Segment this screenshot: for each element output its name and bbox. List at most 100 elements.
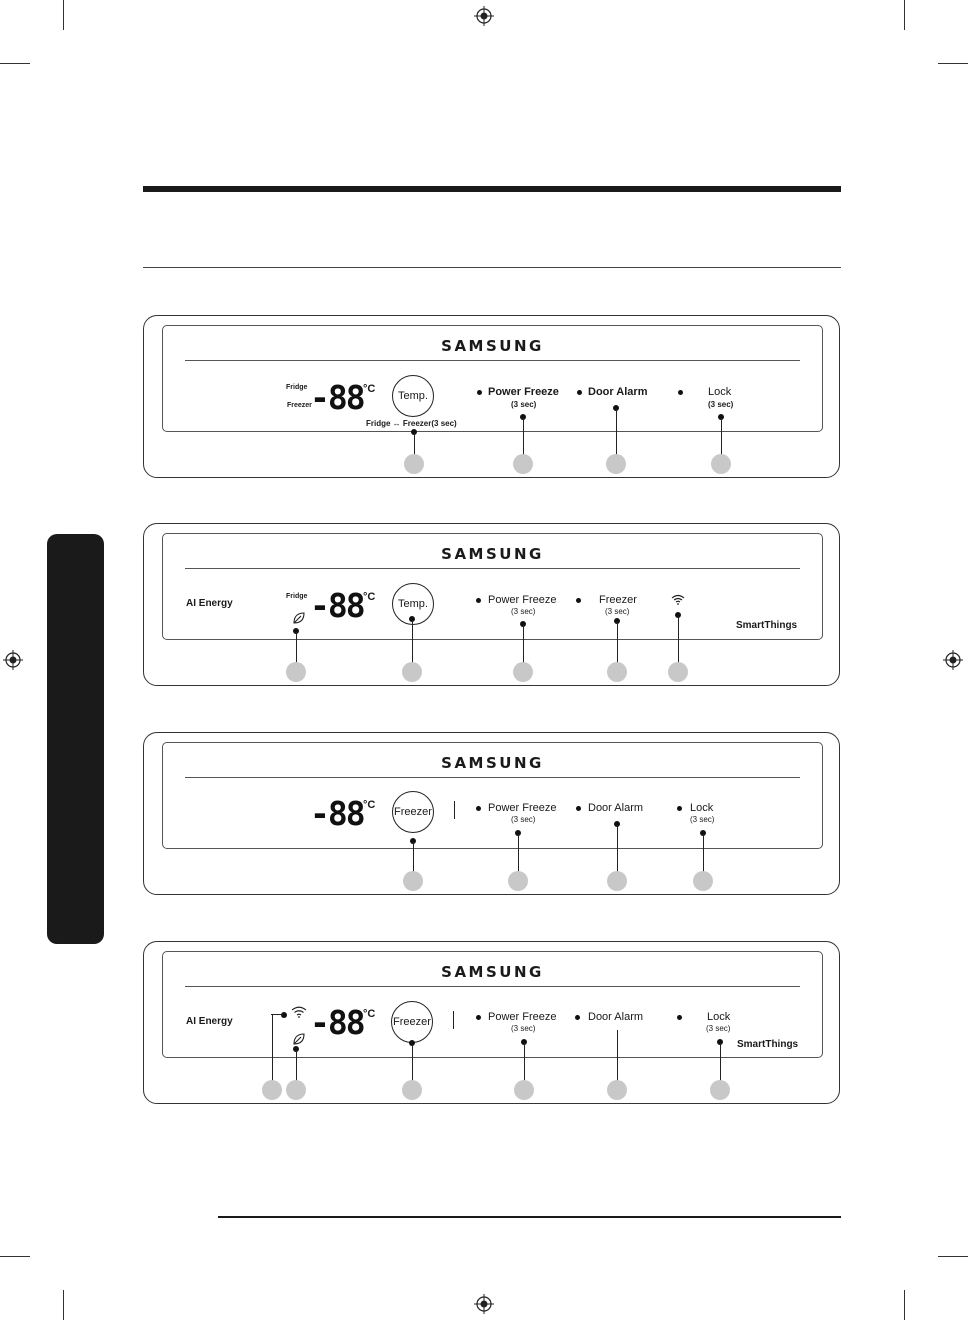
brand-logo: SAMSUNG xyxy=(441,963,544,981)
temp-button-label: Temp. xyxy=(398,390,428,402)
callout-line xyxy=(412,842,414,873)
freezer-label: Freezer xyxy=(287,402,312,409)
temperature-unit: °C xyxy=(363,1008,376,1020)
callout-pin xyxy=(521,1039,527,1045)
callout-line xyxy=(411,1044,413,1082)
callout-marker xyxy=(514,1080,534,1100)
crop-mark xyxy=(0,1256,30,1257)
panel-display-area: SAMSUNG xyxy=(162,533,823,640)
crop-mark xyxy=(63,1290,64,1320)
fridge-label: Fridge xyxy=(286,593,308,600)
indicator-dot xyxy=(575,1015,580,1020)
callout-marker xyxy=(607,1080,627,1100)
crop-mark xyxy=(63,0,64,30)
callout-pin xyxy=(675,612,681,618)
callout-pin xyxy=(281,1012,287,1018)
callout-pin xyxy=(613,405,619,411)
callout-marker xyxy=(286,1080,306,1100)
temperature-unit: °C xyxy=(363,383,376,395)
indicator-dot xyxy=(577,390,582,395)
door-alarm-label: Door Alarm xyxy=(588,802,644,814)
temp-button[interactable]: Temp. xyxy=(392,583,434,625)
callout-line xyxy=(413,433,415,456)
callout-line xyxy=(615,409,617,456)
wifi-icon xyxy=(291,1006,307,1018)
temperature-display: -88 xyxy=(310,794,366,833)
callout-pin xyxy=(293,628,299,634)
power-freeze-label: Power Freeze xyxy=(488,1011,557,1023)
temp-button[interactable]: Temp. xyxy=(392,375,434,417)
smartthings-label: SmartThings xyxy=(737,1039,799,1050)
callout-line xyxy=(702,834,704,873)
crop-mark xyxy=(904,0,905,30)
section-rule-thin xyxy=(143,267,841,268)
leaf-icon xyxy=(293,612,305,624)
ai-energy-label: AI Energy xyxy=(186,1016,233,1027)
callout-pin xyxy=(293,1046,299,1052)
callout-marker xyxy=(607,871,627,891)
callout-pin xyxy=(717,1039,723,1045)
callout-line xyxy=(616,1030,618,1082)
indicator-dot xyxy=(476,806,481,811)
freezer-button[interactable]: Freezer xyxy=(392,791,434,833)
registration-mark-icon xyxy=(943,650,963,670)
indicator-dot xyxy=(677,806,682,811)
callout-line xyxy=(616,825,618,873)
freezer-button[interactable]: Freezer xyxy=(391,1001,433,1043)
callout-pin xyxy=(515,830,521,836)
registration-mark-icon xyxy=(474,6,494,26)
brand-logo: SAMSUNG xyxy=(441,754,544,772)
callout-line xyxy=(295,1050,297,1082)
callout-pin xyxy=(718,414,724,420)
control-panel-1: SAMSUNG Fridge Freezer -88 °C Temp. Frid… xyxy=(143,315,840,478)
control-panel-2: SAMSUNG AI Energy Fridge -88 °C Temp. Po… xyxy=(143,523,840,686)
callout-marker xyxy=(402,1080,422,1100)
crop-mark xyxy=(904,1290,905,1320)
indicator-dot xyxy=(576,598,581,603)
crop-mark xyxy=(938,63,968,64)
callout-line xyxy=(271,1014,283,1016)
callout-pin xyxy=(700,830,706,836)
panel-divider xyxy=(185,360,800,361)
callout-line xyxy=(522,625,524,664)
freezer-item-label: Freezer xyxy=(599,594,637,606)
callout-marker xyxy=(710,1080,730,1100)
callout-marker xyxy=(262,1080,282,1100)
crop-mark xyxy=(0,63,30,64)
callout-pin xyxy=(409,616,415,622)
panel-display-area: SAMSUNG xyxy=(162,742,823,849)
callout-marker xyxy=(693,871,713,891)
temperature-unit: °C xyxy=(363,799,376,811)
callout-pin xyxy=(410,838,416,844)
power-freeze-label: Power Freeze xyxy=(488,802,557,814)
callout-marker xyxy=(606,454,626,474)
power-freeze-label: Power Freeze xyxy=(488,386,559,398)
callout-marker xyxy=(668,662,688,682)
indicator-dot xyxy=(476,1015,481,1020)
callout-marker xyxy=(403,871,423,891)
lock-hint: (3 sec) xyxy=(690,815,715,824)
control-panel-4: SAMSUNG AI Energy -88 °C Freezer Power F… xyxy=(143,941,840,1104)
callout-marker xyxy=(711,454,731,474)
power-freeze-label: Power Freeze xyxy=(488,594,557,606)
registration-mark-icon xyxy=(474,1294,494,1314)
temp-button-label: Temp. xyxy=(398,598,428,610)
section-rule-thick xyxy=(143,186,841,192)
indicator-dot xyxy=(477,390,482,395)
callout-pin xyxy=(614,821,620,827)
freezer-button-label: Freezer xyxy=(394,806,432,818)
callout-marker xyxy=(513,662,533,682)
panel-divider xyxy=(185,777,800,778)
panel-display-area: SAMSUNG xyxy=(162,325,823,432)
callout-pin xyxy=(520,621,526,627)
callout-marker xyxy=(508,871,528,891)
callout-pin xyxy=(409,1040,415,1046)
callout-line xyxy=(517,834,519,873)
power-freeze-hint: (3 sec) xyxy=(511,815,536,824)
callout-pin xyxy=(614,618,620,624)
temperature-display: -88 xyxy=(310,1003,366,1042)
callout-line xyxy=(523,1043,525,1082)
separator-bar xyxy=(453,1011,455,1029)
temperature-display: -88 xyxy=(310,586,366,625)
callout-marker xyxy=(513,454,533,474)
